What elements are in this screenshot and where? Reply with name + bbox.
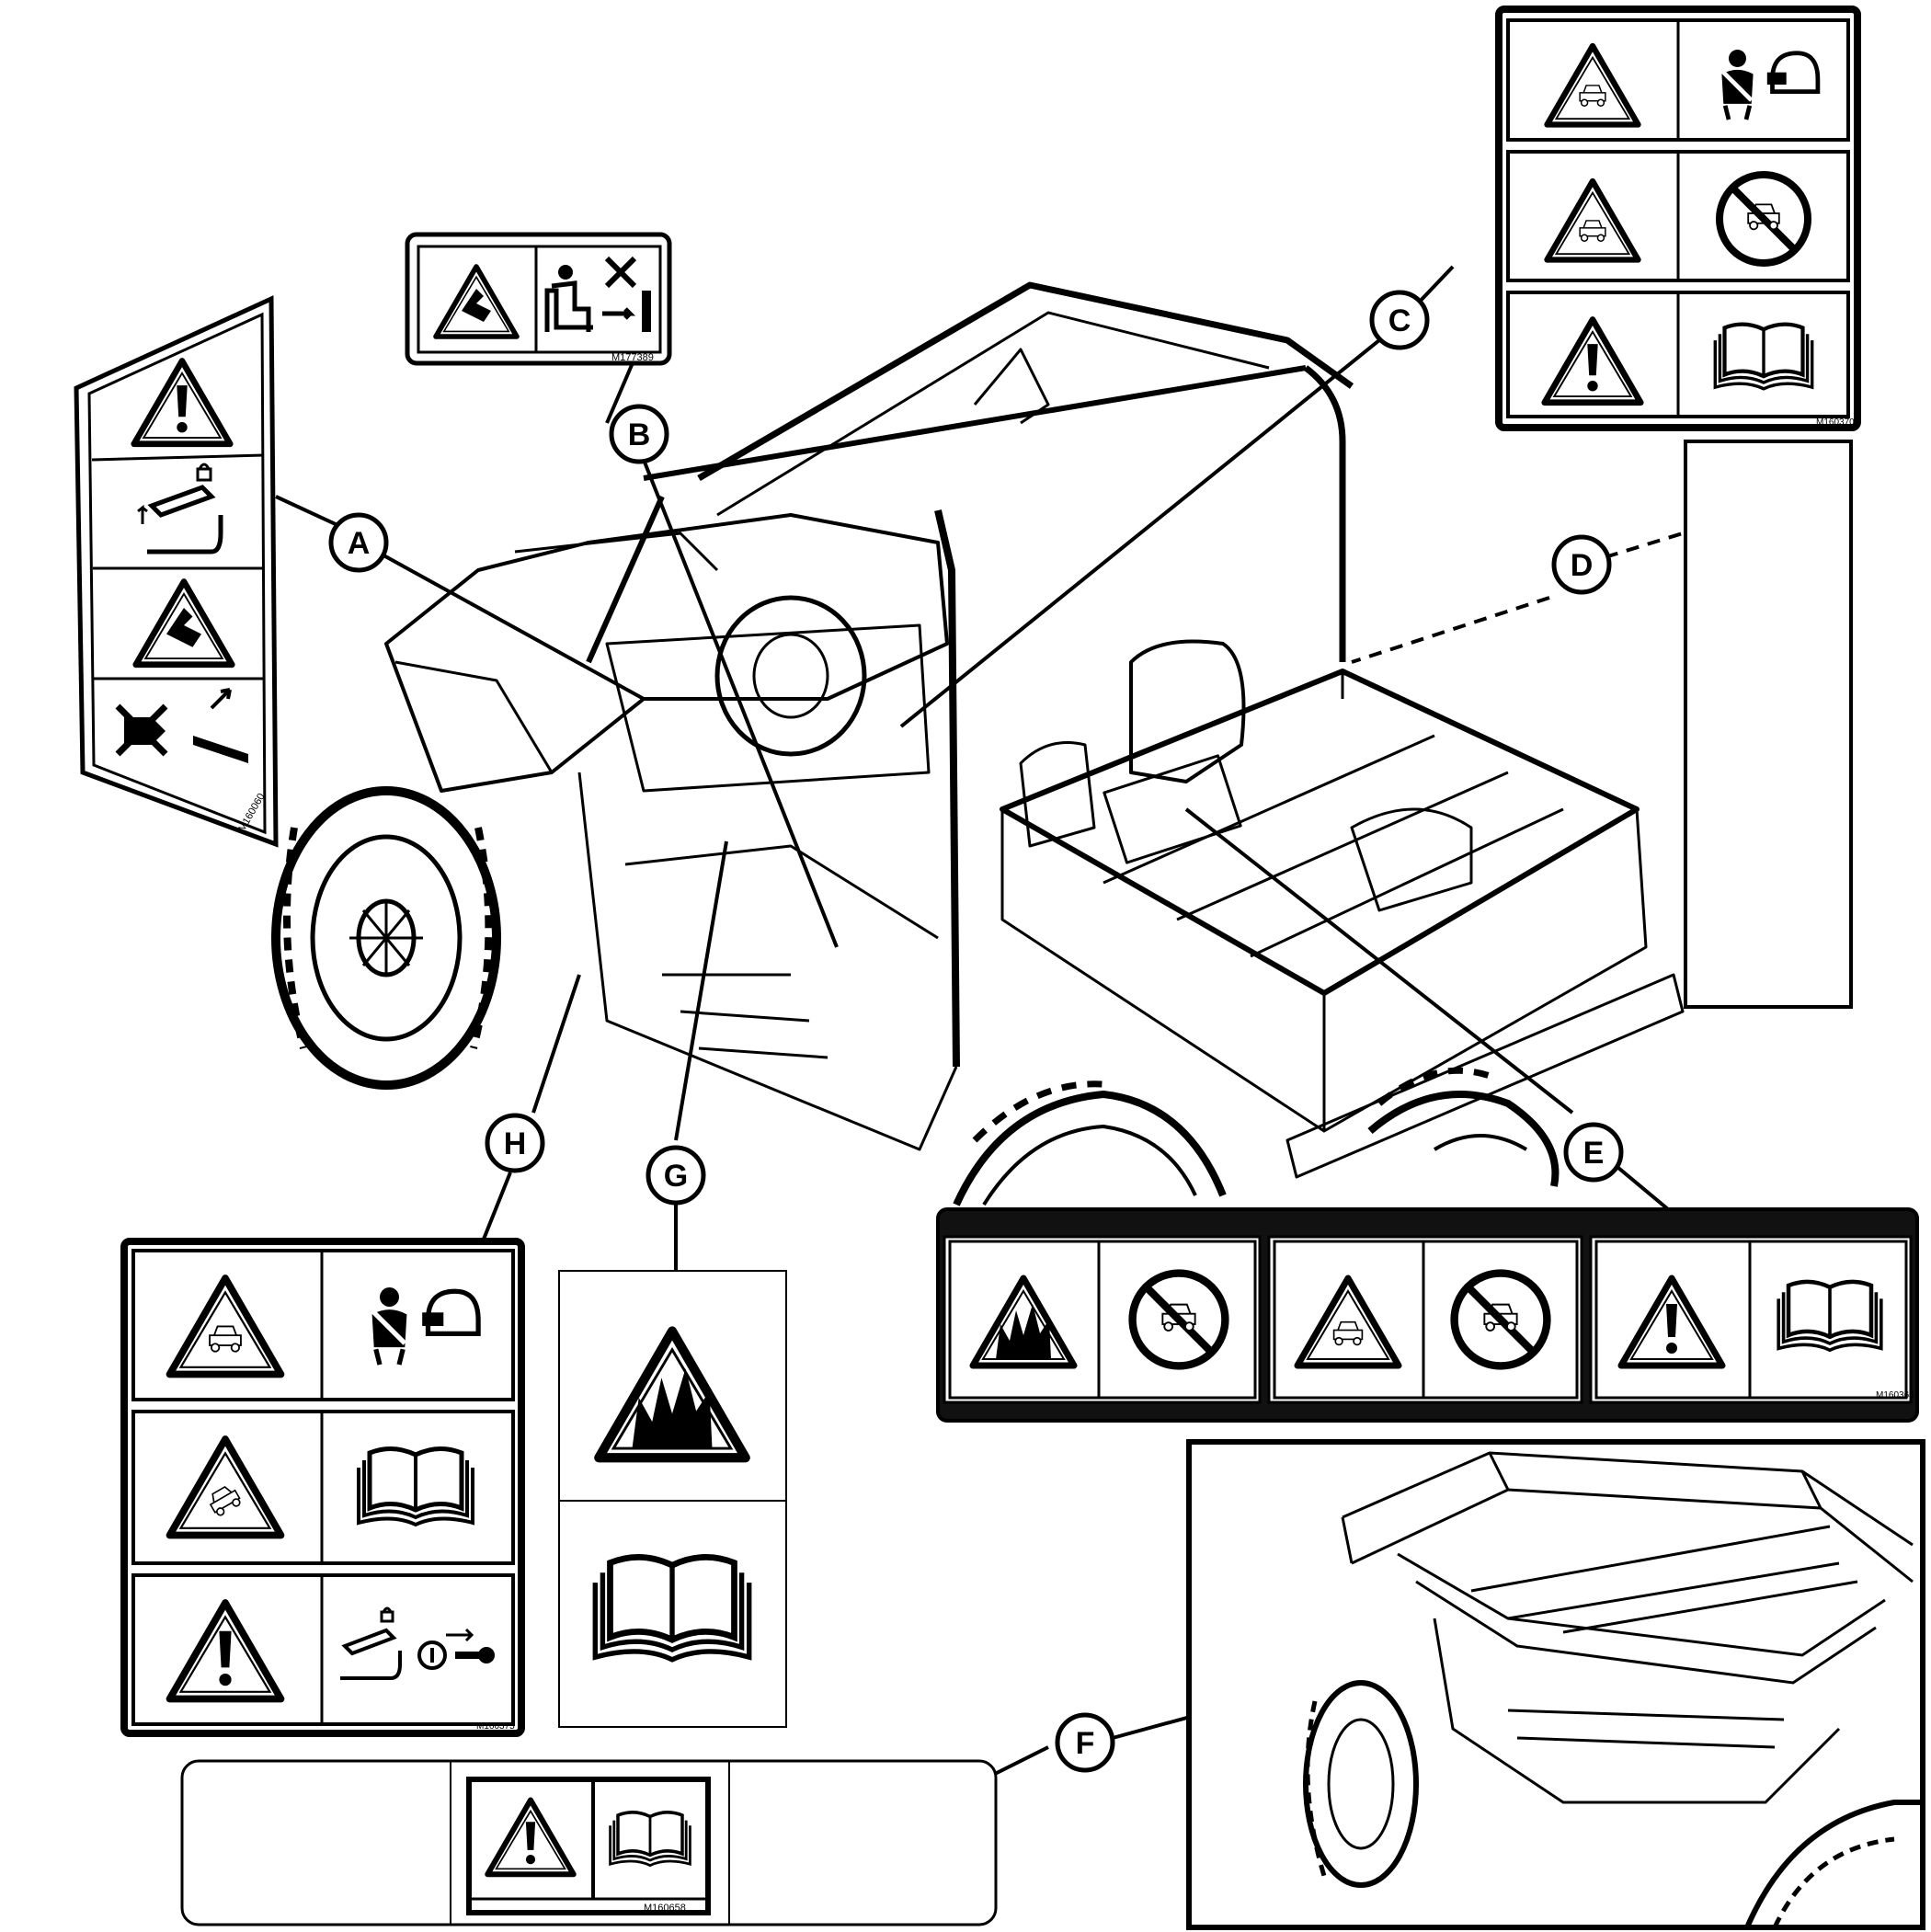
no-hand-icon — [115, 688, 248, 763]
no-passengers-icon — [1720, 175, 1808, 263]
callout-h-label: H — [504, 1126, 527, 1161]
decal-b: M177389 — [405, 232, 672, 366]
callout-f: F — [1055, 1712, 1115, 1773]
key-removal-icon — [417, 1628, 495, 1670]
callout-a: A — [328, 512, 389, 573]
callout-c-label: C — [1388, 303, 1411, 338]
decal-f: M160658 — [180, 1759, 998, 1926]
park-brake-icon — [137, 463, 223, 554]
park-brake-icon — [340, 1606, 402, 1680]
callout-g-label: G — [664, 1159, 688, 1194]
decal-e-panel-3 — [1589, 1235, 1913, 1404]
decal-d — [1684, 440, 1853, 1009]
decal-a: M160060 — [74, 295, 279, 848]
hand-crush-icon — [136, 582, 233, 665]
decal-e-part-number: M160364 — [1876, 1390, 1914, 1400]
front-rack-inset — [1186, 1439, 1925, 1930]
fire-warning-icon — [973, 1278, 1074, 1366]
callout-c: C — [1369, 290, 1430, 350]
callout-b-label: B — [628, 417, 651, 452]
no-fire-near-vehicle-icon — [1133, 1274, 1226, 1366]
seat-latch-icon — [544, 256, 651, 332]
callout-g: G — [646, 1145, 706, 1206]
decal-c: M160370 — [1495, 6, 1861, 431]
utility-vehicle-drawing — [271, 281, 1685, 1206]
callout-e: E — [1563, 1122, 1624, 1183]
decal-b-part-number: M177389 — [611, 352, 654, 363]
fire-warning-icon — [599, 1332, 746, 1458]
decal-h: M160375 — [120, 1238, 525, 1737]
decal-e-panel-2 — [1267, 1235, 1583, 1404]
no-passengers-icon — [1455, 1274, 1548, 1366]
callout-e-label: E — [1583, 1136, 1605, 1171]
decal-c-part-number: M160370 — [1816, 417, 1855, 428]
callout-a-label: A — [348, 526, 371, 561]
callout-b: B — [609, 404, 669, 464]
decal-e-panel-1 — [943, 1235, 1262, 1404]
decal-h-part-number: M160375 — [476, 1721, 515, 1732]
decal-e: M160364 — [936, 1207, 1919, 1423]
callout-f-label: F — [1076, 1726, 1095, 1761]
decal-f-part-number: M160658 — [644, 1903, 686, 1914]
callout-h: H — [485, 1113, 545, 1173]
callout-d-label: D — [1571, 548, 1594, 583]
callout-d: D — [1551, 534, 1612, 595]
hand-crush-icon — [436, 267, 517, 337]
decal-g — [558, 1270, 787, 1728]
